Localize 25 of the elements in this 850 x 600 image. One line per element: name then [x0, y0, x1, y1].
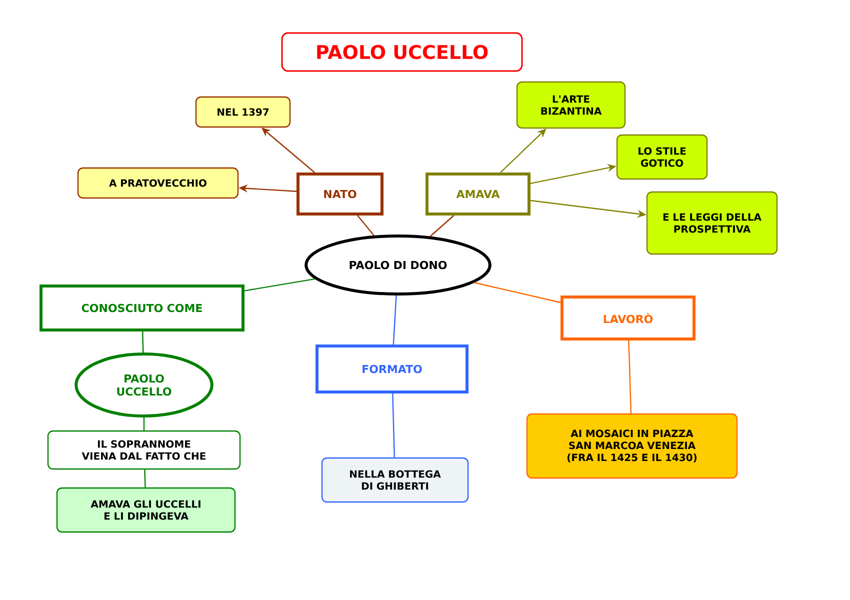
- topic-box: NATO: [296, 172, 384, 216]
- connector: [474, 282, 561, 304]
- detail-box: NEL 1397: [195, 96, 291, 128]
- connector: [392, 393, 395, 458]
- detail-box: AMAVA GLI UCCELLI E LI DIPINGEVA: [56, 487, 236, 533]
- connector: [628, 340, 632, 414]
- connector: [143, 418, 145, 430]
- detail-box: A PRATOVECCHIO: [77, 167, 239, 199]
- connector: [357, 215, 374, 236]
- connector: [430, 215, 454, 237]
- topic-box: FORMATO: [316, 344, 468, 394]
- title-box: PAOLO UCCELLO: [281, 32, 523, 72]
- detail-box: NELLA BOTTEGA DI GHIBERTI: [321, 457, 469, 503]
- connector: [244, 278, 316, 292]
- connector: [392, 295, 397, 345]
- topic-box: CONOSCIUTO COME: [40, 284, 244, 332]
- topic-box: LAVORÒ: [560, 296, 696, 340]
- connector: [142, 332, 144, 353]
- connector: [144, 470, 146, 488]
- detail-box: L'ARTE BIZANTINA: [516, 81, 626, 129]
- detail-box: E LE LEGGI DELLA PROSPETTIVA: [646, 191, 778, 255]
- detail-box: AI MOSAICI IN PIAZZA SAN MARCOA VENEZIA (FRA IL 1425 E IL 1430): [526, 413, 738, 479]
- detail-box: LO STILE GOTICO: [616, 134, 708, 180]
- detail-box: IL SOPRANNOME VIENA DAL FATTO CHE: [47, 430, 241, 470]
- topic-box: AMAVA: [426, 172, 530, 216]
